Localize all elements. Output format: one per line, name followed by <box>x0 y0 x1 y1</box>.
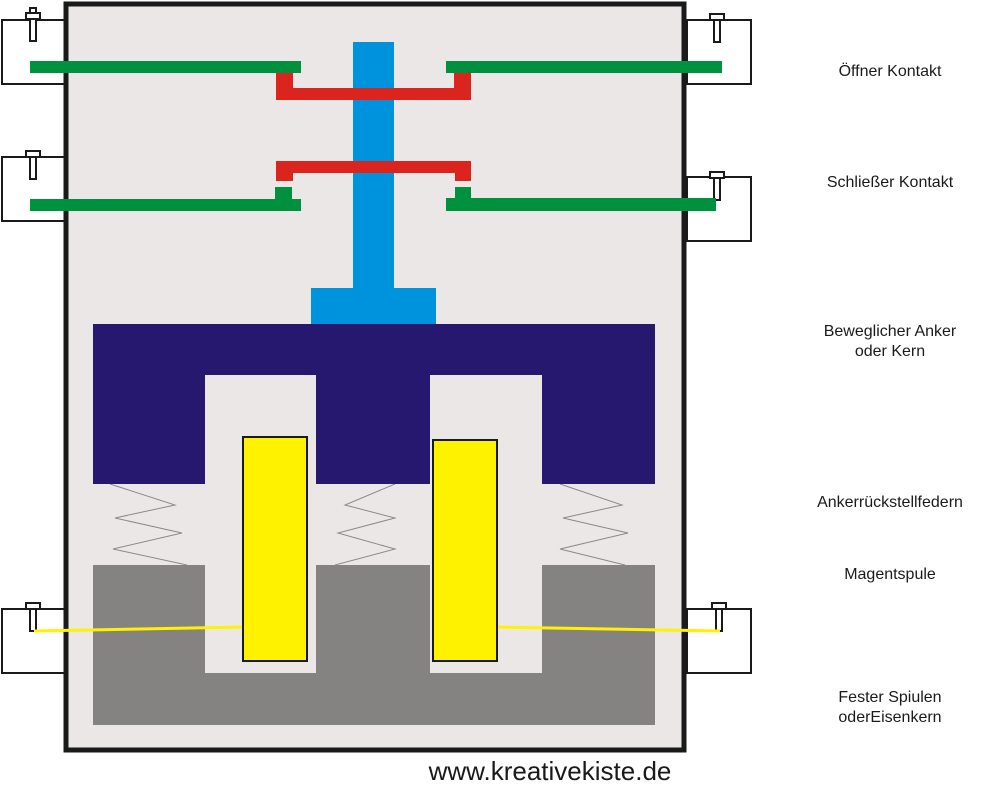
fixed-iron-core <box>93 565 655 725</box>
nc-contact <box>30 61 722 100</box>
terminal-top-left <box>1 7 66 85</box>
website-url: www.kreativekiste.de <box>428 756 672 786</box>
return-spring-left <box>109 483 188 566</box>
moving-armature <box>93 324 655 484</box>
label-armature-line1: Beweglicher Anker <box>823 323 957 340</box>
label-coil: Magentspule <box>780 565 1000 585</box>
coil-wire-left <box>33 625 245 633</box>
label-core: Fester Spiulen oderEisenkern <box>780 688 1000 728</box>
label-no-contact: Schließer Kontakt <box>790 173 990 193</box>
magnet-coil-right <box>432 439 498 662</box>
label-no-contact-text: Schließer Kontakt <box>826 174 954 191</box>
terminal-bottom-right <box>686 602 752 674</box>
label-springs-text: Ankerrückstellfedern <box>817 494 963 511</box>
label-nc-contact: Öffner Kontakt <box>790 62 990 82</box>
label-core-line2: oderEisenkern <box>838 709 942 726</box>
label-springs: Ankerrückstellfedern <box>780 493 1000 513</box>
no-contact <box>30 161 716 211</box>
coil-wire-right <box>496 625 721 633</box>
terminal-bottom-left <box>1 602 66 674</box>
magnet-coil-left <box>242 436 308 662</box>
label-core-line1: Fester Spiulen <box>838 689 942 706</box>
return-spring-center <box>334 483 397 566</box>
label-nc-contact-text: Öffner Kontakt <box>838 63 942 80</box>
return-spring-right <box>559 483 629 566</box>
label-armature-line2: oder Kern <box>854 343 926 360</box>
terminal-top-right <box>686 13 752 85</box>
label-armature: Beweglicher Anker oder Kern <box>780 322 1000 362</box>
label-coil-text: Magentspule <box>844 566 936 583</box>
